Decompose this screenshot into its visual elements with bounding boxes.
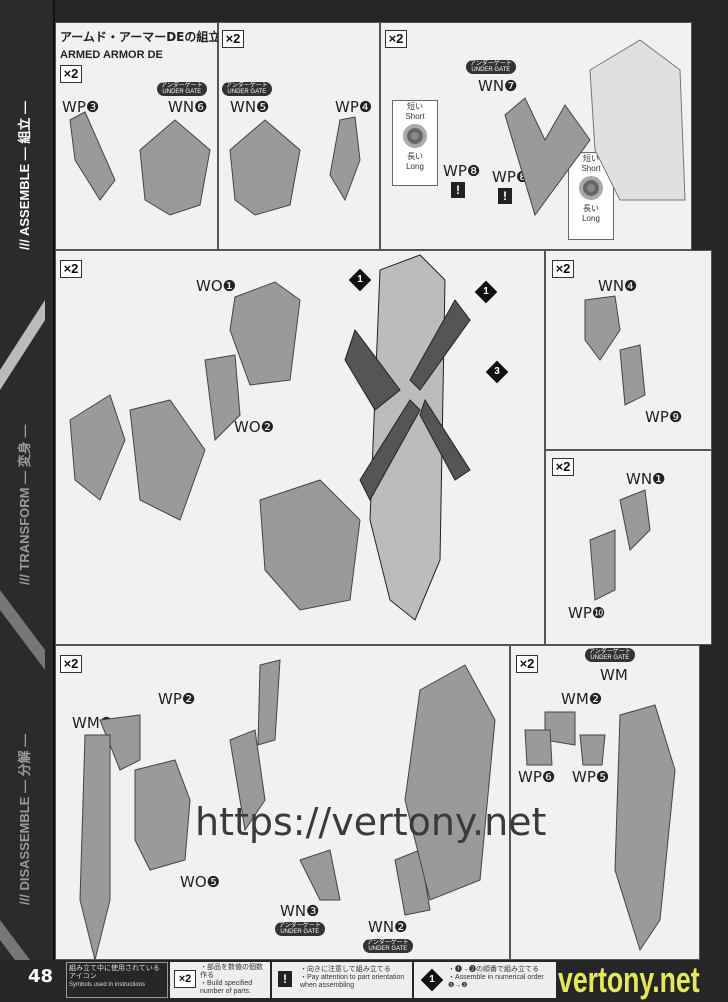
sidebar-stripes (0, 300, 45, 960)
short-en: Short (581, 164, 601, 173)
part-label: WP❺ (572, 768, 610, 786)
part-label: WP❷ (158, 690, 196, 708)
long-jp: 長い (583, 204, 599, 213)
orientation-warning-icon: ! (451, 182, 465, 198)
part-label: WN❼ (478, 77, 518, 95)
peg-icon (579, 176, 603, 200)
sidebar-assemble: /// ASSEMBLE — 組立 — (17, 100, 32, 250)
page-number: 48 (28, 966, 54, 987)
step-marker: 2 (390, 334, 414, 358)
legend-title: 組み立て中に使用されているアイコン Symbols used in instru… (66, 962, 168, 998)
watermark-site: vertony.net (558, 959, 700, 1000)
long-en: Long (582, 214, 600, 223)
quantity-x2-badge: ×2 (60, 260, 82, 278)
part-label: WP❹ (335, 98, 373, 116)
quantity-x2-badge: ×2 (516, 655, 538, 673)
long-jp: 長い (407, 152, 423, 161)
part-label: WP❸ (62, 98, 100, 116)
legend-item-jp: ・❶→❷の順番で組み立てる (448, 966, 539, 973)
part-label: WN❶ (626, 470, 666, 488)
part-label: WN❺ (230, 98, 270, 116)
step-number: 3 (494, 366, 500, 377)
peg-icon (403, 124, 427, 148)
quantity-x2-badge: ×2 (60, 655, 82, 673)
legend-item-jp: ・向きに注意して組み立てる (300, 966, 391, 973)
step-order-icon: 1 (420, 968, 444, 992)
step-marker: 3 (485, 360, 509, 384)
part-label: WO❷ (234, 418, 275, 436)
part-label: WO❶ (196, 277, 237, 295)
part-label: WM❷ (561, 690, 603, 708)
part-label: WP❽ (492, 168, 530, 186)
step-number: 1 (429, 974, 435, 985)
legend-item-warning: ! ・向きに注意して組み立てる ・Pay attention to part o… (272, 962, 412, 998)
part-label: WP❾ (645, 408, 683, 426)
step-number: 1 (357, 274, 363, 285)
part-label: WP❽ (443, 162, 481, 180)
part-label: WN❽ (636, 134, 676, 152)
watermark-url: https://vertony.net (195, 800, 547, 844)
long-en: Long (406, 162, 424, 171)
short-jp: 短い (583, 154, 599, 163)
section-title-jp: アームド・アーマーDEの組立 (60, 30, 221, 44)
part-label: WP❻ (518, 768, 556, 786)
section-title-en: ARMED ARMOR DE (60, 49, 163, 61)
short-en: Short (405, 112, 425, 121)
part-label: WN❻ (168, 98, 208, 116)
quantity-x2-icon: ×2 (174, 970, 196, 988)
legend-item-en: ・Assemble in numerical order ❶→❷ (448, 974, 544, 989)
step-marker: 1 (474, 280, 498, 304)
legend-title-jp: 組み立て中に使用されているアイコン (69, 965, 160, 980)
part-label: WM (600, 666, 628, 684)
section-sidebar: /// ASSEMBLE — 組立 — /// TRANSFORM — 変身 —… (0, 0, 55, 960)
part-label: WN❷ (368, 918, 408, 936)
part-label: WN❸ (280, 902, 320, 920)
quantity-x2-badge: ×2 (552, 458, 574, 476)
step-number: 1 (483, 286, 489, 297)
quantity-x2-badge: ×2 (60, 65, 82, 83)
sidebar-transform: /// TRANSFORM — 変身 — (17, 424, 32, 585)
part-label: WN❹ (598, 277, 638, 295)
legend-item-order: 1 ・❶→❷の順番で組み立てる ・Assemble in numerical o… (414, 962, 556, 998)
quantity-x2-badge: ×2 (222, 30, 244, 48)
panel-wn5-wp4 (218, 22, 380, 250)
part-label: WM❻ (72, 714, 114, 732)
legend-item-jp: ・部品を数値の個数作る (200, 964, 263, 979)
legend-item-x2: ×2 ・部品を数値の個数作る ・Build specified number o… (170, 962, 270, 998)
quantity-x2-badge: ×2 (385, 30, 407, 48)
step-number: 2 (399, 340, 405, 351)
panel-transform-main (55, 250, 545, 645)
part-label: WO❺ (180, 873, 221, 891)
sidebar-disassemble: /// DISASSEMBLE — 分解 — (17, 733, 32, 905)
orientation-warning-icon: ! (278, 971, 292, 987)
short-jp: 短い (407, 102, 423, 111)
legend-item-en: ・Build specified number of parts. (200, 980, 253, 995)
legend-title-en: Symbols used in instructions (69, 982, 146, 988)
legend-item-en: ・Pay attention to part orientation when … (300, 974, 405, 989)
quantity-x2-badge: ×2 (552, 260, 574, 278)
orientation-warning-icon: ! (498, 188, 512, 204)
part-label: WP❿ (568, 604, 606, 622)
step-marker: 1 (348, 268, 372, 292)
